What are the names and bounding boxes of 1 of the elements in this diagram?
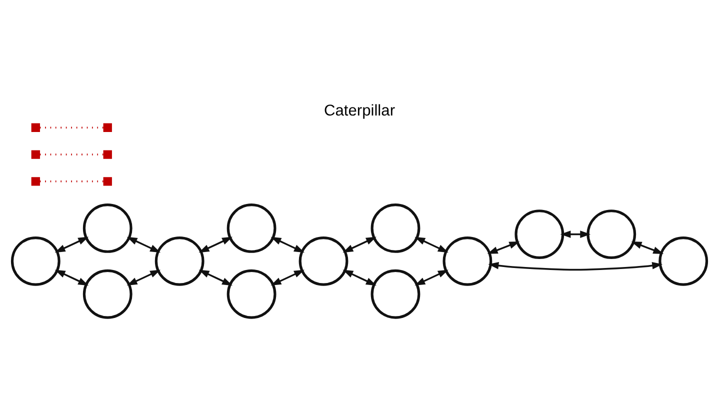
diagram-title: Caterpillar	[324, 102, 396, 119]
